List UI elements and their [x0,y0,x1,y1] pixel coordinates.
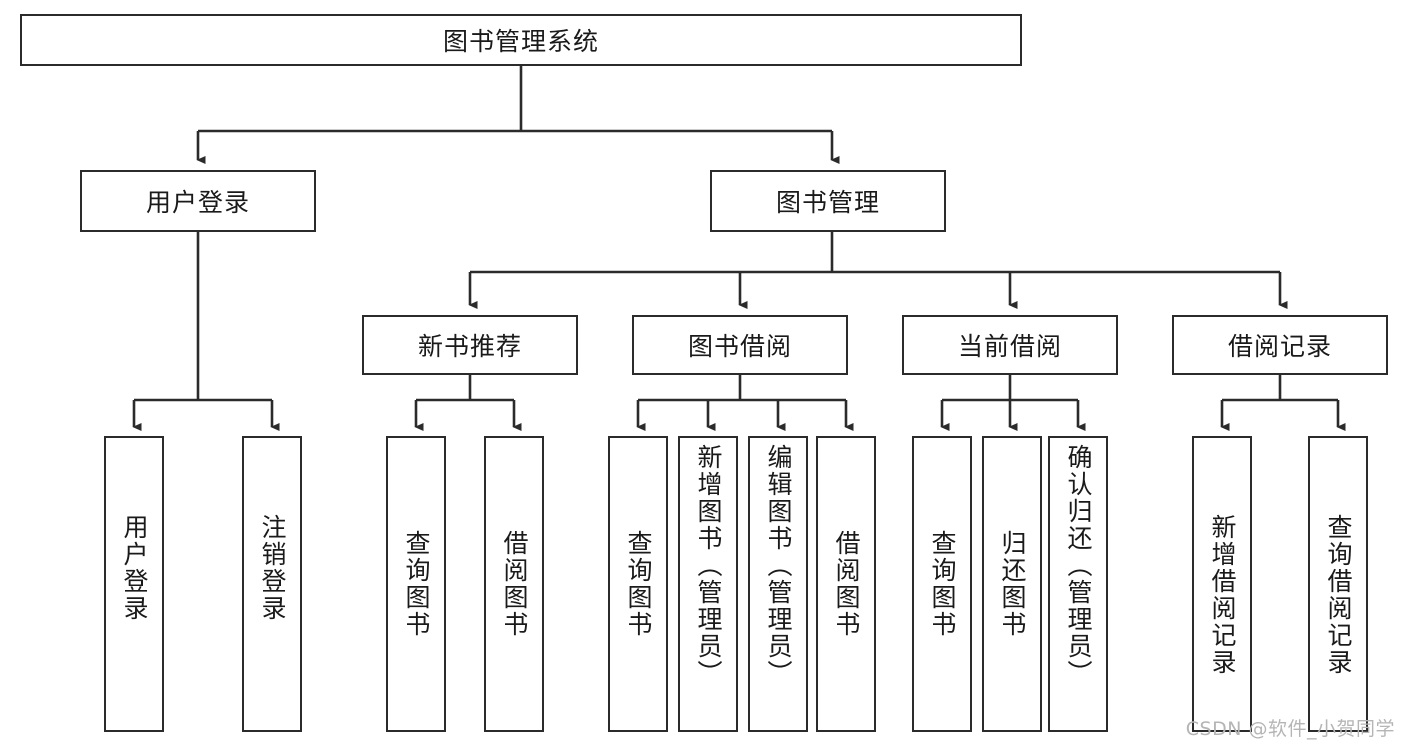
leaf-add-borrow-record-label: 新增借阅记录 [1208,514,1237,676]
node-borrow-record-label: 借阅记录 [1227,332,1332,361]
leaf-borrow-book[interactable]: 借阅图书 [816,436,876,732]
leaf-confirm-return-admin[interactable]: 确认归还（管理员） [1048,436,1108,732]
leaf-return-book-label: 归还图书 [998,530,1027,638]
leaf-query-borrow-record[interactable]: 查询借阅记录 [1308,436,1368,732]
leaf-confirm-return-admin-label: 确认归还（管理员） [1064,444,1093,687]
node-new-book-recommend[interactable]: 新书推荐 [362,315,578,375]
leaf-recommend-query-book-label: 查询图书 [402,530,431,638]
leaf-query-borrow-record-label: 查询借阅记录 [1324,514,1353,676]
watermark: CSDN @软件_小贺同学 [1185,718,1395,740]
node-user-login[interactable]: 用户登录 [80,170,316,232]
leaf-edit-book-admin[interactable]: 编辑图书（管理员） [748,436,808,732]
node-book-borrow[interactable]: 图书借阅 [632,315,848,375]
leaf-borrow-book-label: 借阅图书 [832,530,861,638]
leaf-user-login[interactable]: 用户登录 [104,436,164,732]
node-current-borrow[interactable]: 当前借阅 [902,315,1118,375]
leaf-current-query-book-label: 查询图书 [928,530,957,638]
node-book-management[interactable]: 图书管理 [710,170,946,232]
node-current-borrow-label: 当前借阅 [957,332,1062,361]
leaf-borrow-query-book-label: 查询图书 [624,530,653,638]
node-user-login-label: 用户登录 [145,188,250,217]
leaf-current-query-book[interactable]: 查询图书 [912,436,972,732]
node-new-book-recommend-label: 新书推荐 [417,332,522,361]
leaf-add-book-admin[interactable]: 新增图书（管理员） [678,436,738,732]
leaf-recommend-borrow-book-label: 借阅图书 [500,530,529,638]
leaf-user-login-label: 用户登录 [120,514,149,622]
node-root[interactable]: 图书管理系统 [20,14,1022,66]
leaf-return-book[interactable]: 归还图书 [982,436,1042,732]
leaf-add-book-admin-label: 新增图书（管理员） [694,444,723,687]
node-root-label: 图书管理系统 [442,27,599,56]
node-book-management-label: 图书管理 [775,188,880,217]
leaf-edit-book-admin-label: 编辑图书（管理员） [764,444,793,687]
leaf-borrow-query-book[interactable]: 查询图书 [608,436,668,732]
node-borrow-record[interactable]: 借阅记录 [1172,315,1388,375]
leaf-recommend-borrow-book[interactable]: 借阅图书 [484,436,544,732]
node-book-borrow-label: 图书借阅 [687,332,792,361]
leaf-recommend-query-book[interactable]: 查询图书 [386,436,446,732]
leaf-logout-label: 注销登录 [258,514,287,622]
leaf-add-borrow-record[interactable]: 新增借阅记录 [1192,436,1252,732]
leaf-logout[interactable]: 注销登录 [242,436,302,732]
